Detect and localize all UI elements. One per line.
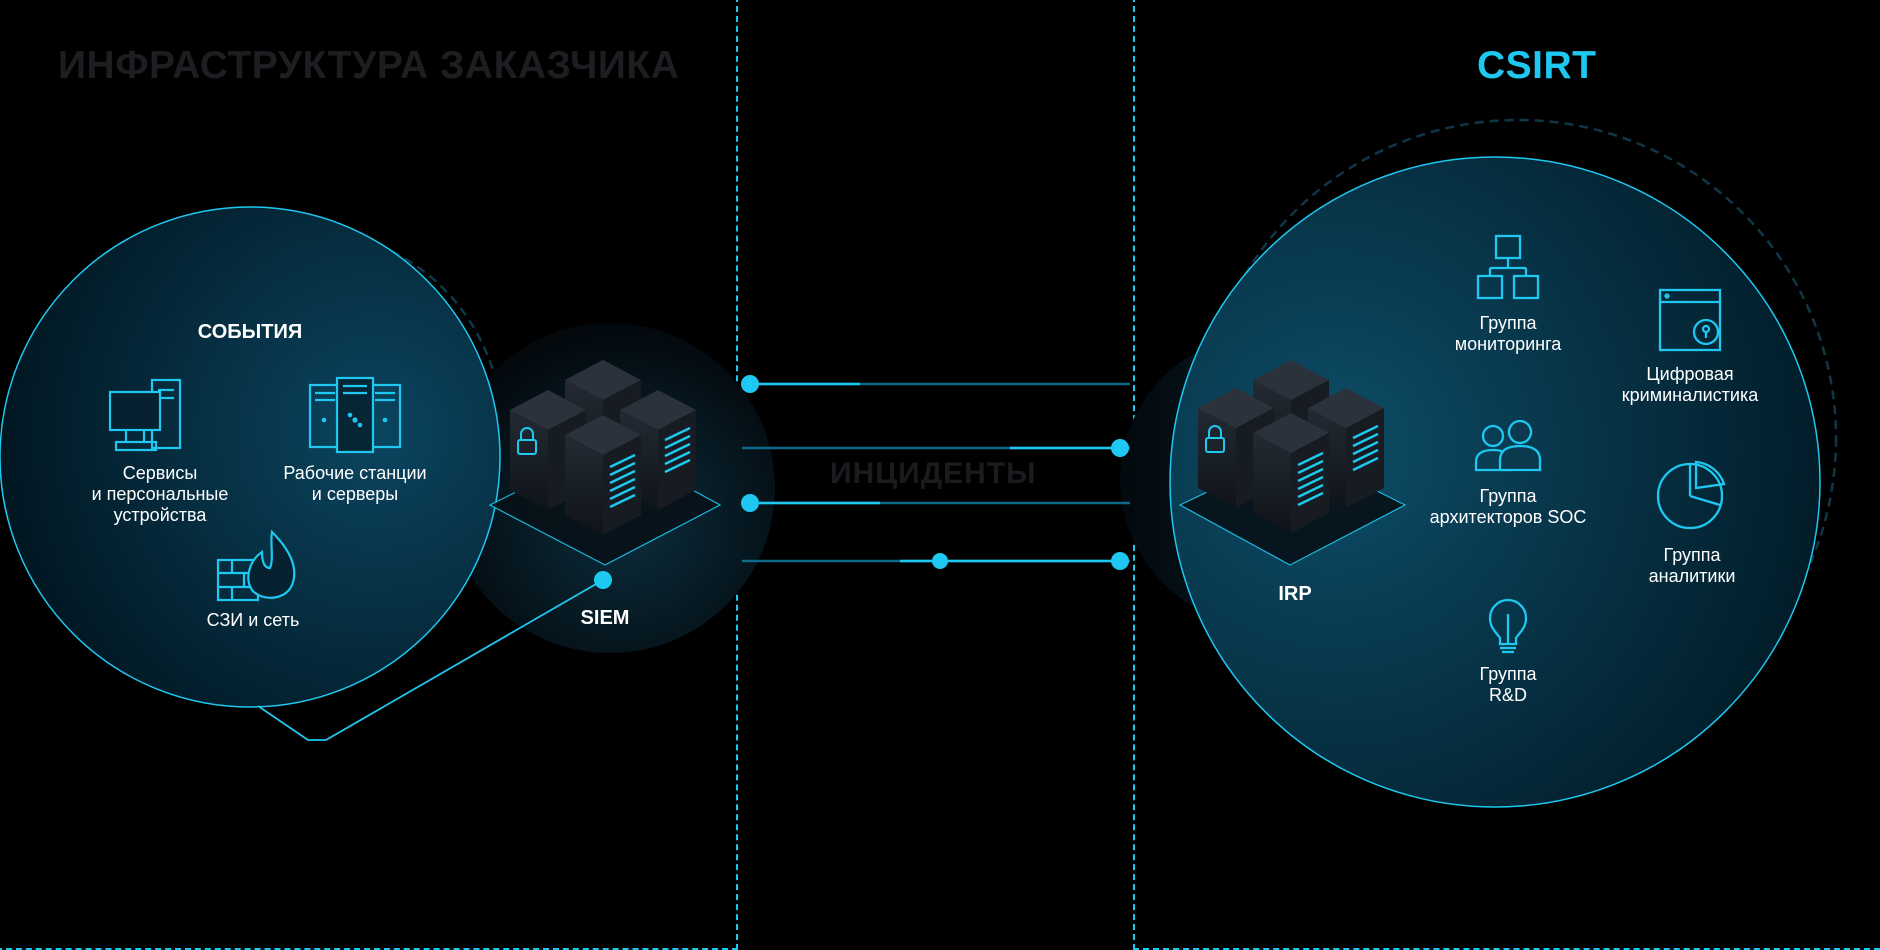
firewall-icon (216, 529, 296, 602)
group-monitoring-label: Группа мониторинга (1454, 313, 1562, 354)
hierarchy-icon (1476, 234, 1540, 300)
pie-chart-icon (1656, 460, 1726, 530)
browser-lock-icon (1658, 288, 1722, 352)
events-siem-connector (257, 579, 604, 741)
group-soc-architects-label: Группа архитекторов SOC (1429, 486, 1587, 527)
users-icon (1474, 419, 1542, 472)
group-analytics-label: Группа аналитики (1648, 545, 1736, 586)
server-rack-icon (308, 376, 402, 454)
events-item-servers-label: Рабочие станции и серверы (283, 463, 427, 504)
events-item-devices-label: Сервисы и персональные устройства (91, 463, 229, 525)
group-rnd-label: Группа R&D (1479, 664, 1537, 705)
irp-server-cluster-icon (1178, 360, 1407, 566)
events-circle (0, 206, 501, 708)
computer-icon (108, 378, 182, 452)
siem-input-dot (594, 571, 612, 589)
csirt-zone-title: CSIRT (1477, 44, 1597, 87)
group-forensics-label: Цифровая криминалистика (1621, 364, 1759, 405)
lightbulb-icon (1488, 598, 1528, 654)
customer-zone-title: ИНФРАСТРУКТУРА ЗАКАЗЧИКА (58, 44, 680, 87)
events-title: СОБЫТИЯ (197, 321, 303, 343)
siem-label: SIEM (580, 607, 630, 629)
csirt-circle (1169, 156, 1821, 808)
incidents-label: ИНЦИДЕНТЫ (830, 457, 1037, 490)
events-item-firewall-label: СЗИ и сеть (206, 610, 300, 630)
irp-label: IRP (1278, 583, 1312, 605)
siem-server-cluster-icon (488, 360, 722, 566)
incident-lines (741, 375, 1130, 570)
